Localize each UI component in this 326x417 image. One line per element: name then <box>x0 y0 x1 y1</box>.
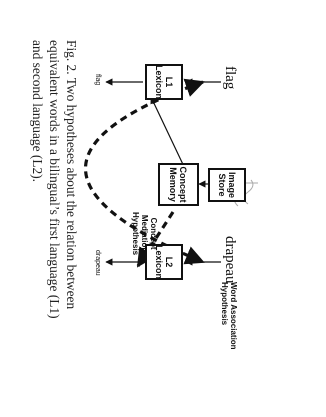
flag-output-word: flag <box>94 74 101 86</box>
concept-mediation-label: Concept Mediation Hypothesis <box>131 212 158 255</box>
concept-mediation-link <box>136 211 175 268</box>
flag-input-word: flag <box>222 66 238 90</box>
word-association-line1: Word Association <box>229 282 238 350</box>
caption-line3: and second language (L2). <box>30 40 45 183</box>
concept-mediation-line1: Concept <box>149 217 158 250</box>
word-association-label: Word Association Hypothesis <box>220 282 238 350</box>
l1-lexicon-line2: Lexicon <box>154 65 164 100</box>
image-store-box: Image Store <box>208 168 246 202</box>
concept-memory-box: Concept Memory <box>158 163 199 206</box>
l1-lexicon-line1: L1 <box>164 76 174 88</box>
l2-lexicon-line1: L2 <box>164 256 174 268</box>
concept-mediation-line2: Mediation <box>140 214 149 253</box>
image-store-line2: Store <box>217 173 227 197</box>
concept-memory-line2: Memory <box>168 167 179 202</box>
figure-caption: Fig. 2. Two hypotheses about the relatio… <box>29 40 80 319</box>
image-store-line1: Image <box>227 171 237 198</box>
concept-mediation-line3: Hypothesis <box>131 212 140 256</box>
drapeau-output-word: drapeau <box>94 250 101 276</box>
caption-line2: equivalent words in a bilingual’s first … <box>47 40 62 319</box>
word-association-line2: Hypothesis <box>220 282 229 326</box>
drapeau-input-word: drapeau <box>222 236 238 284</box>
l1-lexicon-box: L1 Lexicon <box>145 64 183 100</box>
caption-line1: Fig. 2. Two hypotheses about the relatio… <box>64 40 79 310</box>
l1-concept-link <box>150 96 189 176</box>
concept-memory-line1: Concept <box>178 166 189 203</box>
